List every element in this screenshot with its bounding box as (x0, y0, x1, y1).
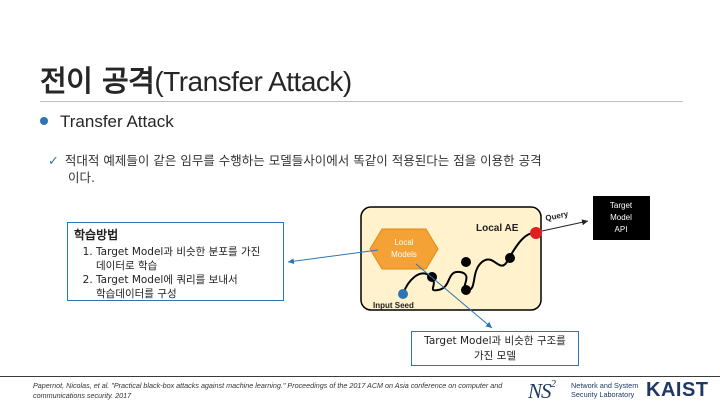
query-point (530, 227, 542, 239)
local-models-hexagon (369, 228, 439, 270)
footer-divider (0, 376, 720, 377)
hexagon-to-method-connector (287, 249, 379, 265)
kaist-logo: KAIST (646, 379, 709, 401)
latent-point (461, 257, 471, 267)
ns-logo-text: NS (528, 379, 551, 403)
query-arrow (541, 219, 589, 232)
page-title: 전이 공격(Transfer Attack) (40, 58, 352, 100)
title-divider (40, 101, 683, 102)
checkmark-icon: ✓ (48, 154, 59, 169)
query-label: Query (545, 209, 570, 223)
input-seed-label: Input Seed (373, 301, 414, 310)
method-item-2-line1: Target Model에 쿼리를 보내서 (96, 274, 238, 286)
bullet-label: Transfer Attack (60, 112, 174, 131)
method-item-2-line2: 학습데이터를 구성 (96, 288, 177, 300)
structure-line1: Target Model과 비슷한 구조를 (424, 335, 566, 347)
latent-point (461, 285, 471, 295)
similar-structure-box: Target Model과 비슷한 구조를 가진 모델 (411, 331, 579, 366)
sub-point-line1: 적대적 예제들이 같은 임무를 수행하는 모델들사이에서 똑같이 적용된다는 점… (64, 153, 542, 168)
local-models-label-2: Models (391, 250, 417, 259)
latent-point (505, 253, 515, 263)
local-ae-label: Local AE (476, 223, 519, 234)
method-item-1-line2: 데이터로 학습 (96, 260, 158, 272)
sub-point: ✓ 적대적 예제들이 같은 임무를 수행하는 모델들사이에서 똑같이 적용된다는 … (48, 153, 688, 186)
ns2-logo: NS2 (528, 378, 556, 404)
lab-name-line1: Network and System (571, 381, 639, 390)
local-models-label-1: Local (394, 238, 413, 247)
title-korean: 전이 공격 (40, 64, 155, 98)
method-item-1-line1: Target Model과 비슷한 분포를 가진 (96, 246, 261, 258)
bullet-transfer-attack: Transfer Attack (40, 112, 174, 132)
title-english: (Transfer Attack) (154, 66, 352, 97)
ns-logo-sup: 2 (550, 378, 556, 390)
hexagon-to-structure-connector (415, 263, 493, 329)
sub-point-line2: 이다. (68, 170, 95, 185)
lab-name: Network and System Security Laboratory (571, 381, 638, 399)
bullet-dot-icon (40, 116, 48, 125)
lab-name-line2: Security Laboratory (571, 390, 635, 399)
target-label-1: Target (610, 201, 633, 210)
structure-line2: 가진 모델 (474, 350, 516, 362)
target-model-box (593, 196, 650, 240)
target-label-3: API (615, 225, 628, 234)
input-seed-point (398, 289, 408, 299)
method-heading: 학습방법 (74, 228, 119, 242)
citation: Papernot, Nicolas, et al. "Practical bla… (33, 381, 503, 400)
target-label-2: Model (610, 213, 632, 222)
